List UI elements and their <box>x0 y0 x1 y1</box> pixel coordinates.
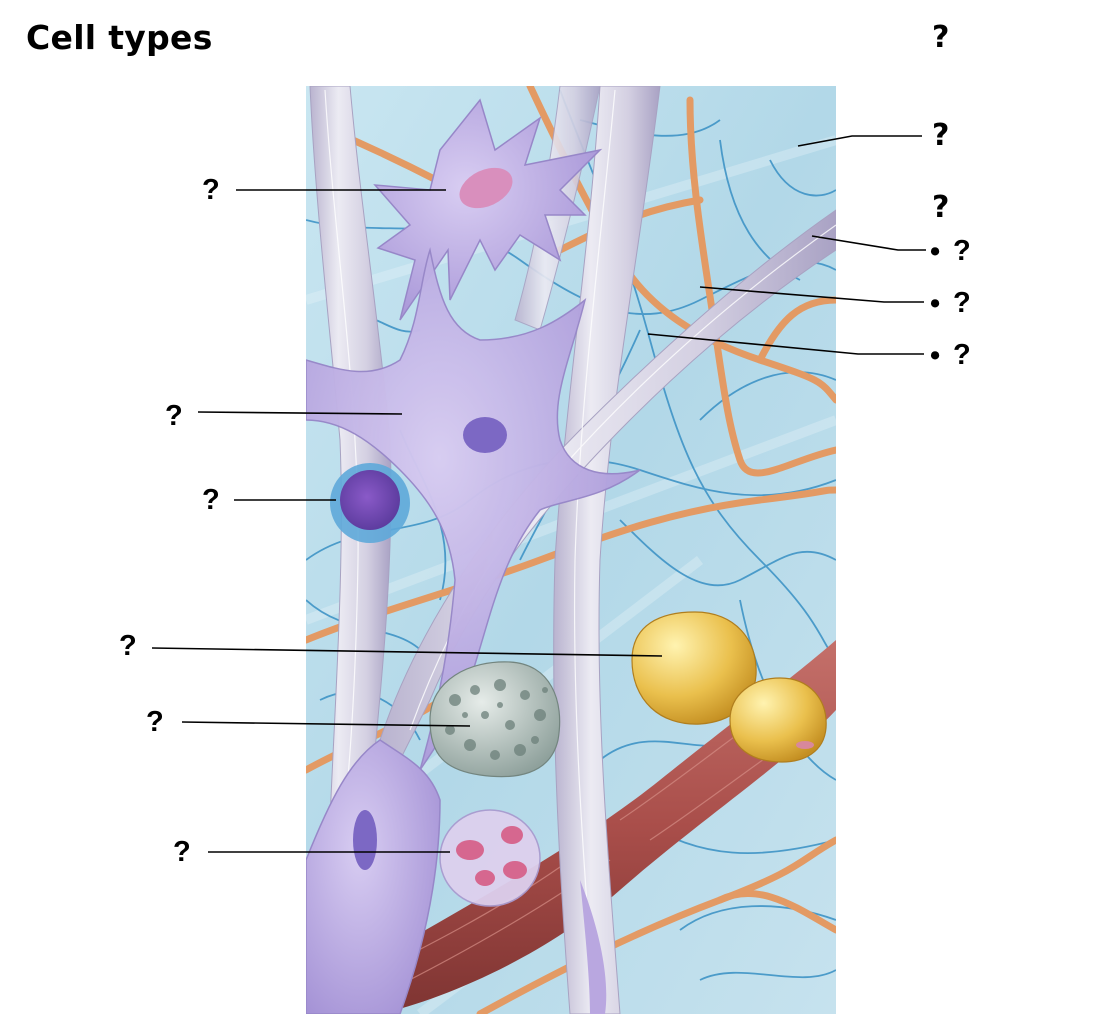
fibroblast-cell <box>306 247 641 771</box>
leader-fiber-1 <box>811 235 926 251</box>
fibroblast-label: ? <box>165 400 183 432</box>
heading-label-right: ? <box>932 20 950 55</box>
fibroblast-nucleus <box>463 417 507 453</box>
lower-fibroblast-strand <box>580 880 607 1014</box>
neutrophil-nucleus <box>456 826 527 886</box>
lymphocyte-label: ? <box>202 484 220 516</box>
diagram-title: Cell types <box>26 18 213 57</box>
fat-cells <box>631 611 827 763</box>
leader-lines <box>151 135 926 853</box>
leader-fibroblast <box>197 411 403 415</box>
lymphocyte-cell <box>330 463 410 543</box>
ground-substance-label: ? <box>932 118 950 153</box>
leader-fiber-3 <box>647 333 924 355</box>
fat-cell-label: ? <box>119 630 137 662</box>
fiber-1-bullet: • <box>930 236 941 268</box>
leader-ground-substance <box>797 135 922 147</box>
lymphocyte-nucleus <box>340 470 400 530</box>
mast-cell <box>429 661 561 778</box>
neutrophil-label: ? <box>173 836 191 868</box>
neutrophil-cell <box>439 809 541 907</box>
mast-cell-granules <box>445 679 548 760</box>
fiber-1-label: ? <box>953 235 971 267</box>
lower-fibroblast-cell <box>306 739 441 1014</box>
leader-fiber-2 <box>699 286 924 303</box>
fiber-2-bullet: • <box>930 288 941 320</box>
leader-fat-cell <box>151 647 663 657</box>
fiber-3-bullet: • <box>930 340 941 372</box>
fiber-3-label: ? <box>953 339 971 371</box>
leader-mast-cell <box>181 721 471 727</box>
macrophage-label: ? <box>202 174 220 206</box>
tissue-panel <box>306 86 836 1014</box>
fibers-heading-label: ? <box>932 190 950 225</box>
mast-cell-label: ? <box>146 706 164 738</box>
macrophage-nucleus <box>459 167 513 209</box>
lower-fibroblast-nucleus <box>353 810 377 870</box>
fiber-2-label: ? <box>953 287 971 319</box>
